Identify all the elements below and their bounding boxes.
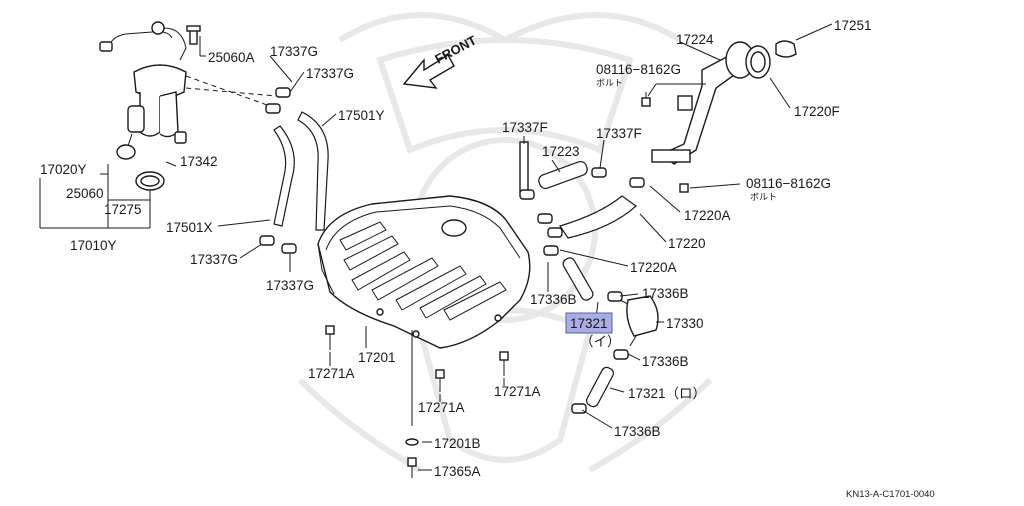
- part-labels: 25060A 17337G 17337G 17501Y 17020Y 17342…: [40, 18, 935, 500]
- label-i: （イ）: [580, 334, 621, 349]
- label-17501X: 17501X: [166, 220, 213, 235]
- clamp-17337G-b: [265, 103, 281, 114]
- label-17271A-c: 17271A: [418, 400, 465, 415]
- filler-pipe-assembly: [641, 40, 797, 193]
- label-17220A-a: 17220A: [684, 208, 731, 223]
- label-17337G-a: 17337G: [270, 44, 318, 59]
- leader-lines: [39, 23, 833, 471]
- label-17337G-c: 17337G: [190, 252, 238, 267]
- tank-bolts: [325, 325, 509, 478]
- label-25060A: 25060A: [208, 50, 255, 65]
- label-17330: 17330: [666, 316, 704, 331]
- label-17342: 17342: [180, 154, 218, 169]
- label-17220F: 17220F: [794, 104, 840, 119]
- fuel-pump-assembly: [99, 21, 201, 191]
- label-17337F-b: 17337F: [596, 126, 642, 141]
- label-08116-8162G-b: 08116−8162G: [746, 176, 831, 191]
- label-17020Y: 17020Y: [40, 162, 87, 177]
- label-17321-ro: 17321（ロ）: [628, 386, 706, 401]
- fuel-tank-17201: [317, 195, 531, 349]
- label-17201: 17201: [358, 350, 396, 365]
- label-17223: 17223: [542, 144, 580, 159]
- label-17275: 17275: [104, 202, 142, 217]
- label-17337G-d: 17337G: [266, 278, 314, 293]
- label-17321: 17321: [570, 316, 608, 331]
- label-bolt-b: ボルト: [750, 192, 777, 202]
- front-label: FRONT: [432, 32, 479, 66]
- label-17201B: 17201B: [434, 436, 481, 451]
- label-17220: 17220: [668, 236, 706, 251]
- label-17336B-b: 17336B: [642, 286, 689, 301]
- clamp-17337G-a: [275, 87, 291, 98]
- label-17337G-b: 17337G: [306, 66, 354, 81]
- label-17224: 17224: [676, 32, 714, 47]
- reference-code: KN13-A-C1701-0040: [846, 489, 935, 500]
- label-17010Y: 17010Y: [70, 238, 117, 253]
- label-17271A-b: 17271A: [494, 384, 541, 399]
- label-17337F-a: 17337F: [502, 120, 548, 135]
- label-17501Y: 17501Y: [338, 108, 385, 123]
- label-17336B-c: 17336B: [642, 354, 689, 369]
- label-25060: 25060: [66, 186, 104, 201]
- filler-hoses: [519, 141, 645, 256]
- vent-hoses-17501: [259, 111, 329, 254]
- label-17365A: 17365A: [434, 464, 481, 479]
- highlight-17321: [565, 312, 613, 334]
- label-08116-8162G-a: 08116−8162G: [596, 62, 681, 77]
- label-17336B-a: 17336B: [530, 292, 577, 307]
- label-bolt-a: ボルト: [596, 78, 623, 88]
- label-17251: 17251: [834, 18, 872, 33]
- canister-and-hoses: [562, 257, 659, 414]
- label-17220A-b: 17220A: [630, 260, 677, 275]
- front-direction-arrow: FRONT: [402, 32, 479, 89]
- label-17336B-d: 17336B: [614, 424, 661, 439]
- label-17271A-a: 17271A: [308, 366, 355, 381]
